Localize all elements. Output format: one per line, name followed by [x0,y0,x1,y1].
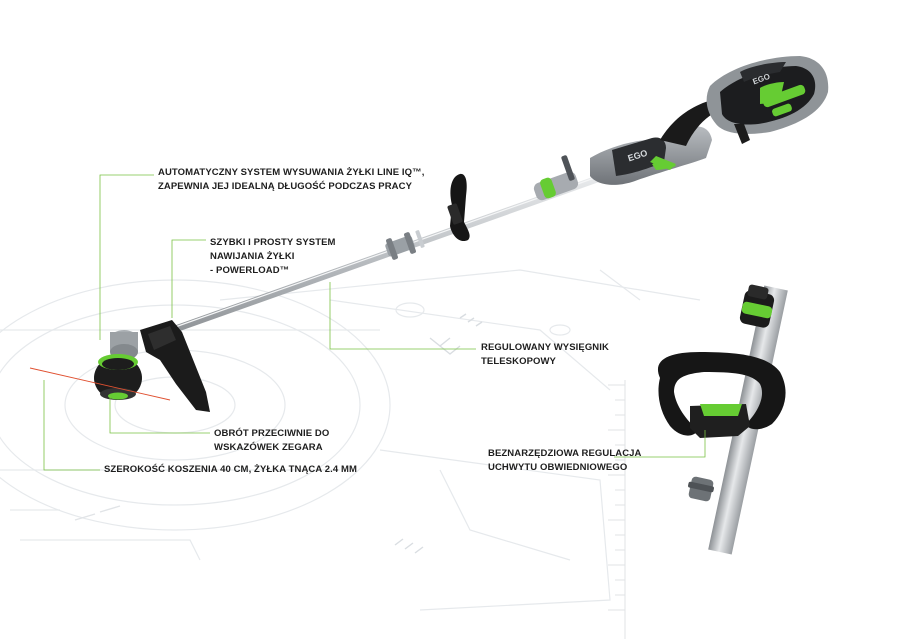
feature-line: AUTOMATYCZNY SYSTEM WYSUWANIA ŻYŁKI LINE… [158,167,425,178]
leader-rotation [109,396,210,434]
leader-line-iq [99,174,154,340]
handle-closeup [657,284,788,555]
feature-line: REGULOWANY WYSIĘGNIK [481,342,609,353]
feature-line: WSKAZÓWEK ZEGARA [214,442,323,453]
feature-label-telescopic: REGULOWANY WYSIĘGNIK TELESKOPOWY [481,341,609,369]
ruler-scale [608,380,626,639]
leader-powerload [171,239,206,318]
leader-telescopic [329,282,476,350]
feature-label-cutting-width: SZEROKOŚĆ KOSZENIA 40 CM, ŻYŁKA TNĄCA 2.… [104,463,357,477]
feature-line: OBRÓT PRZECIWNIE DO [214,428,330,439]
feature-line: TELESKOPOWY [481,356,556,367]
feature-line: UCHWYTU OBWIEDNIOWEGO [488,462,628,473]
feature-label-rotation: OBRÓT PRZECIWNIE DO WSKAZÓWEK ZEGARA [214,427,329,455]
feature-line: NAWIJANIA ŻYŁKI [210,251,295,262]
rear-handle-unit: EGO EGO [590,56,829,185]
upper-shaft-collar [533,155,579,201]
feature-line: SZEROKOŚĆ KOSZENIA 40 CM, ŻYŁKA TNĄCA 2.… [104,464,357,475]
leader-cutting [43,380,100,471]
trimmer-head-assembly [94,320,210,412]
cutting-line [29,367,171,401]
feature-label-line-iq: AUTOMATYCZNY SYSTEM WYSUWANIA ŻYŁKI LINE… [158,166,424,194]
background-blueprint [0,269,701,611]
feature-line: BEZNARZĘDZIOWA REGULACJA [488,448,642,459]
string-trimmer: EGO EGO [29,56,829,412]
telescopic-collar [385,230,425,260]
front-handle [447,173,470,242]
leader-lines [43,174,706,471]
leader-handle [614,430,706,458]
feature-label-powerload: SZYBKI I PROSTY SYSTEM NAWIJANIA ŻYŁKI -… [210,236,336,278]
telescopic-shaft [146,174,604,342]
feature-label-handle: BEZNARZĘDZIOWA REGULACJA UCHWYTU OBWIEDN… [488,447,642,475]
feature-line: - POWERLOAD™ [210,265,290,276]
background-blueprint-marks [74,313,483,554]
feature-line: ZAPEWNIA JEJ IDEALNĄ DŁUGOŚĆ PODCZAS PRA… [158,181,413,192]
feature-line: SZYBKI I PROSTY SYSTEM [210,237,336,248]
